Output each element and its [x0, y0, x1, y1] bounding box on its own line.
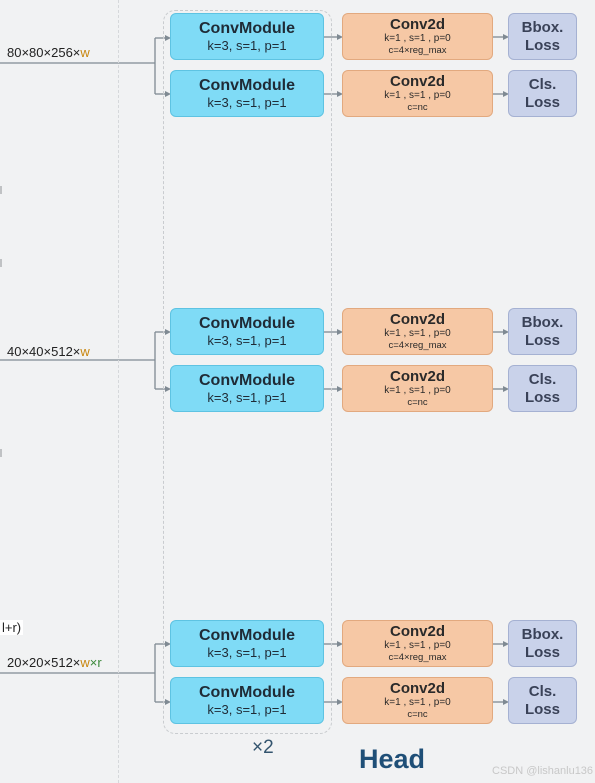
- loss-subtitle: Loss: [524, 93, 560, 111]
- conv2d-channels: c=nc: [407, 397, 428, 408]
- conv-module-params: k=3, s=1, p=1: [207, 332, 287, 348]
- head-title: Head: [359, 744, 426, 774]
- conv-module-params: k=3, s=1, p=1: [207, 389, 287, 405]
- conv2d-channels: c=4×reg_max: [388, 340, 447, 351]
- cls-loss-p3: Cls. Loss: [508, 70, 577, 117]
- conv2d-title: Conv2d: [389, 311, 445, 328]
- conv2d-cls-p4: Conv2d k=1 , s=1 , p=0 c=nc: [342, 365, 493, 412]
- conv2d-params: k=1 , s=1 , p=0: [384, 90, 451, 101]
- partial-label: l+r): [0, 620, 24, 635]
- cls-loss-p4: Cls. Loss: [508, 365, 577, 412]
- bbox-loss-p5: Bbox. Loss: [508, 620, 577, 667]
- conv2d-title: Conv2d: [389, 623, 445, 640]
- conv2d-bbox-p5: Conv2d k=1 , s=1 , p=0 c=4×reg_max: [342, 620, 493, 667]
- conv-module-params: k=3, s=1, p=1: [207, 94, 287, 110]
- conv2d-title: Conv2d: [389, 680, 445, 697]
- conv2d-cls-p5: Conv2d k=1 , s=1 , p=0 c=nc: [342, 677, 493, 724]
- conv2d-channels: c=4×reg_max: [388, 652, 447, 663]
- conv2d-title: Conv2d: [389, 16, 445, 33]
- conv-module-title: ConvModule: [199, 314, 295, 332]
- conv2d-bbox-p4: Conv2d k=1 , s=1 , p=0 c=4×reg_max: [342, 308, 493, 355]
- loss-subtitle: Loss: [524, 36, 560, 54]
- conv-module-cls-p5: ConvModule k=3, s=1, p=1: [170, 677, 324, 724]
- conv2d-cls-p3: Conv2d k=1 , s=1 , p=0 c=nc: [342, 70, 493, 117]
- repeat-group-border: [163, 10, 332, 734]
- repeat-count-label: ×2: [252, 737, 274, 758]
- conv2d-channels: c=nc: [407, 709, 428, 720]
- conv2d-params: k=1 , s=1 , p=0: [384, 697, 451, 708]
- edge-mark: [0, 259, 2, 267]
- conv-module-title: ConvModule: [199, 371, 295, 389]
- conv-module-params: k=3, s=1, p=1: [207, 37, 287, 53]
- loss-title: Bbox.: [521, 625, 564, 643]
- edge-mark: [0, 186, 2, 194]
- conv-module-params: k=3, s=1, p=1: [207, 701, 287, 717]
- conv-module-cls-p4: ConvModule k=3, s=1, p=1: [170, 365, 324, 412]
- conv2d-params: k=1 , s=1 , p=0: [384, 328, 451, 339]
- bbox-loss-p4: Bbox. Loss: [508, 308, 577, 355]
- conv-module-bbox-p5: ConvModule k=3, s=1, p=1: [170, 620, 324, 667]
- conv2d-title: Conv2d: [389, 73, 445, 90]
- conv-module-cls-p3: ConvModule k=3, s=1, p=1: [170, 70, 324, 117]
- loss-subtitle: Loss: [524, 643, 560, 661]
- loss-title: Cls.: [528, 75, 557, 93]
- conv2d-params: k=1 , s=1 , p=0: [384, 640, 451, 651]
- conv-module-bbox-p3: ConvModule k=3, s=1, p=1: [170, 13, 324, 60]
- divider-line: [118, 0, 119, 783]
- cls-loss-p5: Cls. Loss: [508, 677, 577, 724]
- loss-subtitle: Loss: [524, 331, 560, 349]
- input-label-p3: 80×80×256×w: [6, 45, 91, 60]
- loss-title: Cls.: [528, 682, 557, 700]
- conv2d-bbox-p3: Conv2d k=1 , s=1 , p=0 c=4×reg_max: [342, 13, 493, 60]
- loss-title: Cls.: [528, 370, 557, 388]
- conv-module-title: ConvModule: [199, 76, 295, 94]
- conv-module-bbox-p4: ConvModule k=3, s=1, p=1: [170, 308, 324, 355]
- input-label-p4: 40×40×512×w: [6, 344, 91, 359]
- conv2d-params: k=1 , s=1 , p=0: [384, 33, 451, 44]
- conv2d-params: k=1 , s=1 , p=0: [384, 385, 451, 396]
- loss-subtitle: Loss: [524, 388, 560, 406]
- conv2d-channels: c=4×reg_max: [388, 45, 447, 56]
- bbox-loss-p3: Bbox. Loss: [508, 13, 577, 60]
- conv-module-title: ConvModule: [199, 626, 295, 644]
- conv2d-title: Conv2d: [389, 368, 445, 385]
- loss-subtitle: Loss: [524, 700, 560, 718]
- conv-module-title: ConvModule: [199, 683, 295, 701]
- loss-title: Bbox.: [521, 18, 564, 36]
- conv2d-channels: c=nc: [407, 102, 428, 113]
- conv-module-params: k=3, s=1, p=1: [207, 644, 287, 660]
- conv-module-title: ConvModule: [199, 19, 295, 37]
- watermark: CSDN @lishanlu136: [492, 765, 594, 777]
- input-label-p5: 20×20×512×w×r: [6, 655, 103, 670]
- edge-mark: [0, 449, 2, 457]
- loss-title: Bbox.: [521, 313, 564, 331]
